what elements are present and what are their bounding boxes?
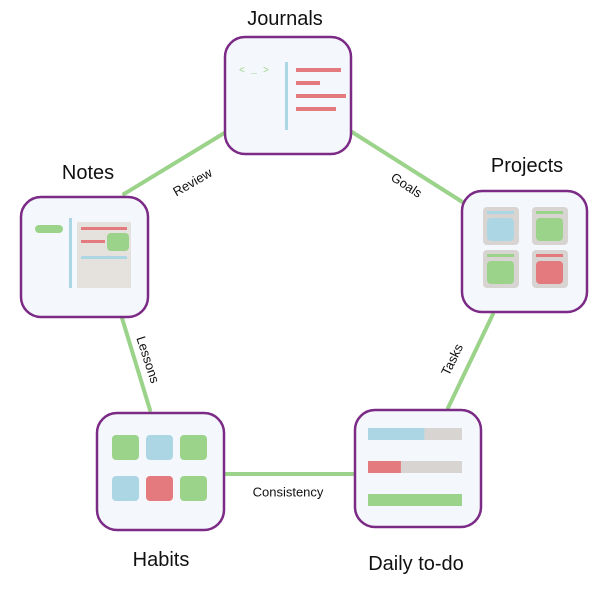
- code-line: [296, 81, 320, 85]
- kanban-cards-icon: [483, 207, 568, 288]
- node-title-habits: Habits: [133, 549, 190, 571]
- progress-bars-icon: [368, 428, 462, 506]
- edge-tasks-line: [446, 312, 495, 410]
- habit-grid-icon: [112, 435, 207, 501]
- edge-lessons-line: [120, 316, 152, 412]
- code-editor-icon: < _ >: [239, 62, 346, 130]
- node-title-projects: Projects: [491, 155, 563, 177]
- note-line: [81, 240, 105, 243]
- note-page: [77, 222, 131, 288]
- habit-cell: [146, 435, 173, 460]
- edge-goals-line: [350, 130, 466, 205]
- project-card-line: [536, 254, 563, 257]
- node-title-journals: Journals: [247, 8, 323, 30]
- habit-cell: [112, 435, 139, 460]
- habit-cell: [180, 435, 207, 460]
- project-card-block: [487, 218, 514, 241]
- note-divider: [69, 218, 72, 288]
- node-projects: Projects: [460, 155, 589, 314]
- project-card-line: [536, 211, 563, 214]
- edge-label-consistency: Consistency: [253, 484, 324, 499]
- habit-cell: [146, 476, 173, 501]
- edges: [120, 130, 495, 476]
- habit-cell: [112, 476, 139, 501]
- project-card-block: [536, 261, 563, 284]
- note-line: [81, 227, 127, 230]
- progress-fill: [368, 461, 401, 473]
- node-journals: Journals < _ >: [223, 8, 353, 156]
- code-line: [296, 94, 346, 98]
- code-tag-glyph: < _ >: [239, 66, 269, 77]
- node-habits: Habits: [95, 411, 226, 571]
- code-line: [296, 107, 336, 111]
- progress-fill: [368, 494, 462, 506]
- habit-cell: [180, 476, 207, 501]
- edge-review-line: [122, 130, 228, 196]
- note-line: [81, 256, 127, 259]
- node-title-notes: Notes: [62, 162, 114, 184]
- code-line: [296, 68, 341, 72]
- edge-label-tasks: Tasks: [438, 341, 466, 378]
- node-daily-todo: Daily to-do: [353, 408, 483, 575]
- note-document-icon: [35, 218, 131, 288]
- project-card-line: [487, 211, 514, 214]
- node-title-daily-todo: Daily to-do: [368, 553, 464, 575]
- editor-divider: [285, 62, 288, 130]
- note-tag: [35, 225, 63, 233]
- edge-label-review: Review: [170, 165, 215, 200]
- project-card-block: [487, 261, 514, 284]
- note-block: [107, 233, 129, 251]
- project-card-block: [536, 218, 563, 241]
- progress-fill: [368, 428, 425, 440]
- node-notes: Notes: [19, 162, 150, 319]
- project-card-line: [487, 254, 514, 257]
- node-box-projects: [460, 189, 589, 314]
- node-box-habits: [95, 411, 226, 532]
- edge-label-lessons: Lessons: [133, 334, 162, 385]
